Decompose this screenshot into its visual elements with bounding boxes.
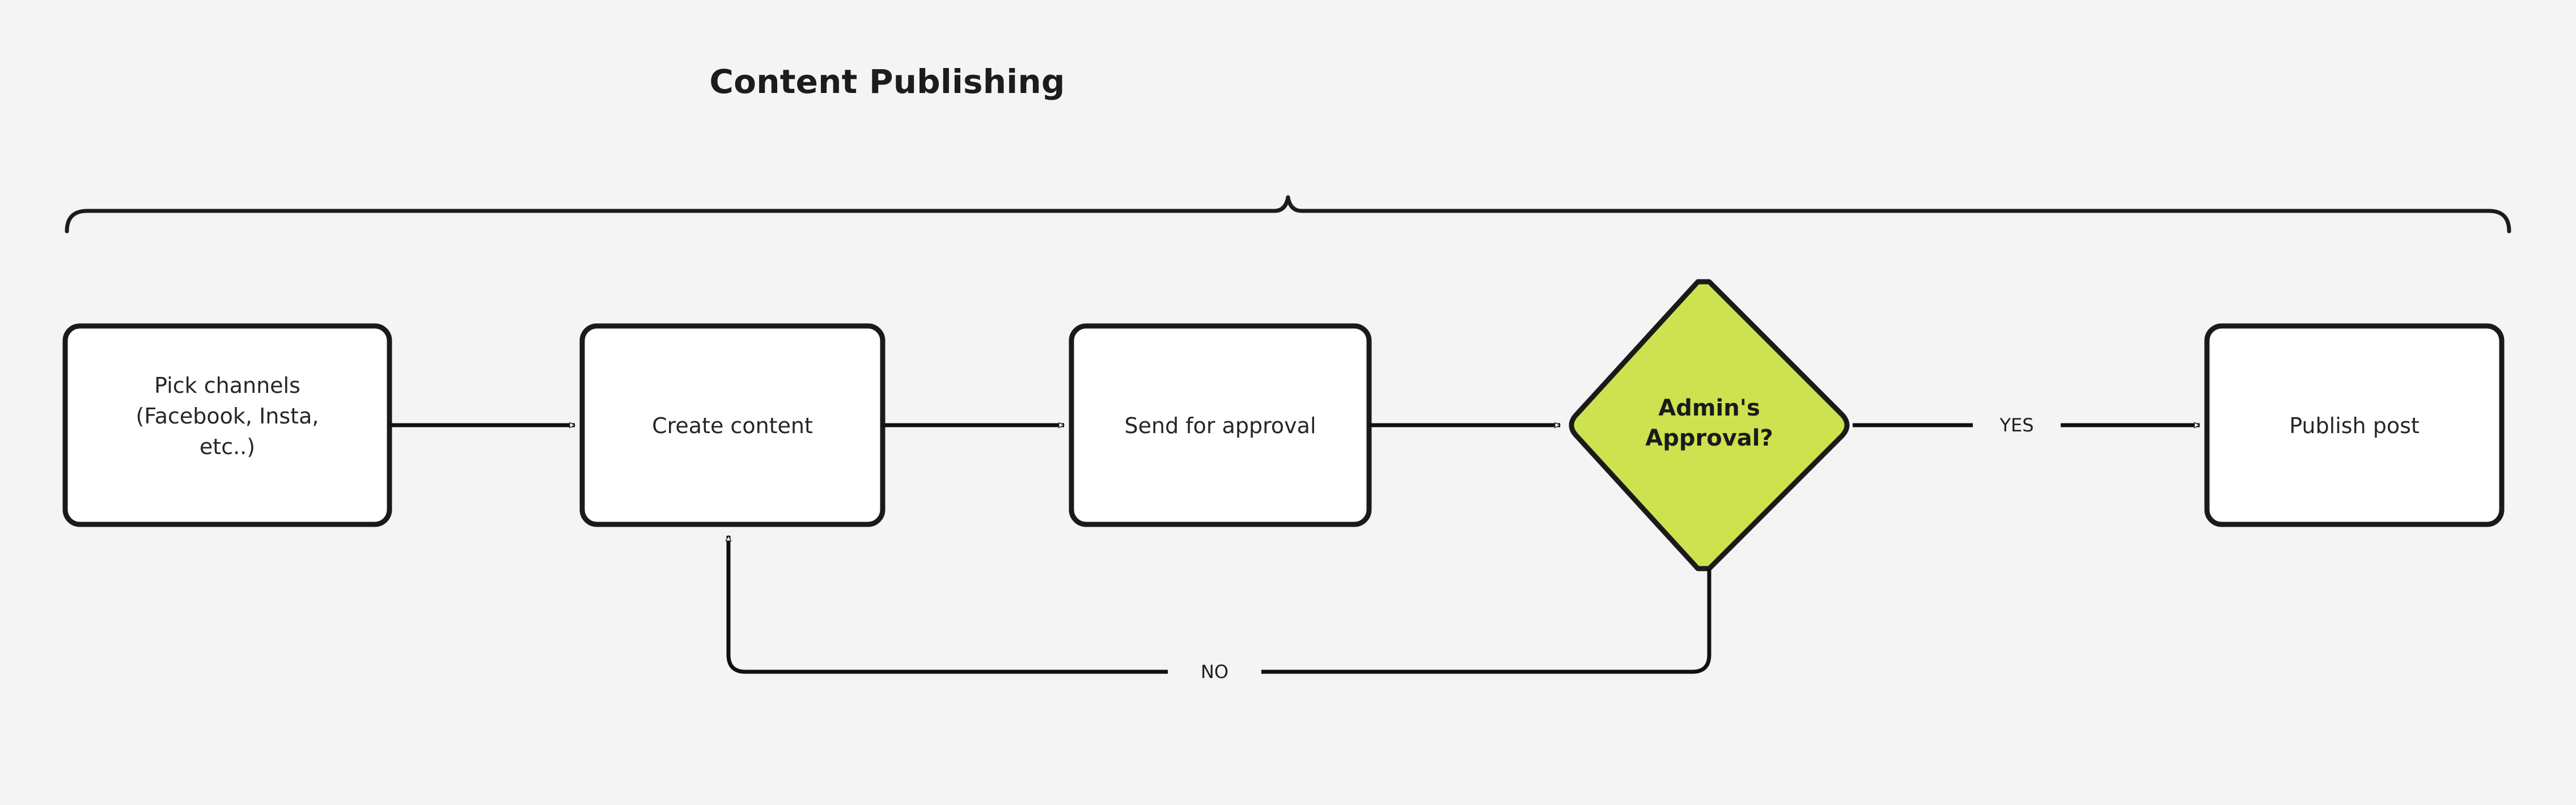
node-label-send-for-approval: Send for approval: [1124, 413, 1316, 438]
edge-label-no: NO: [1168, 659, 1261, 685]
node-label-publish-post: Publish post: [2289, 413, 2420, 438]
page-title: Content Publishing: [709, 62, 1065, 101]
node-publish-post-shape[interactable]: [2204, 323, 2505, 527]
node-label-pick-channels: Pick channels (Facebook, Insta, etc..): [135, 373, 319, 459]
subgraph-bracket: [65, 195, 2511, 234]
edge-label-yes: YES: [1973, 413, 2061, 438]
node-admins-approval-shape[interactable]: [1569, 279, 1850, 571]
node-label-create-content: Create content: [652, 413, 813, 438]
edge-admins-approval-to-create-content-no: [728, 536, 1711, 674]
node-label-admins-approval: Admin's Approval?: [1645, 395, 1773, 451]
